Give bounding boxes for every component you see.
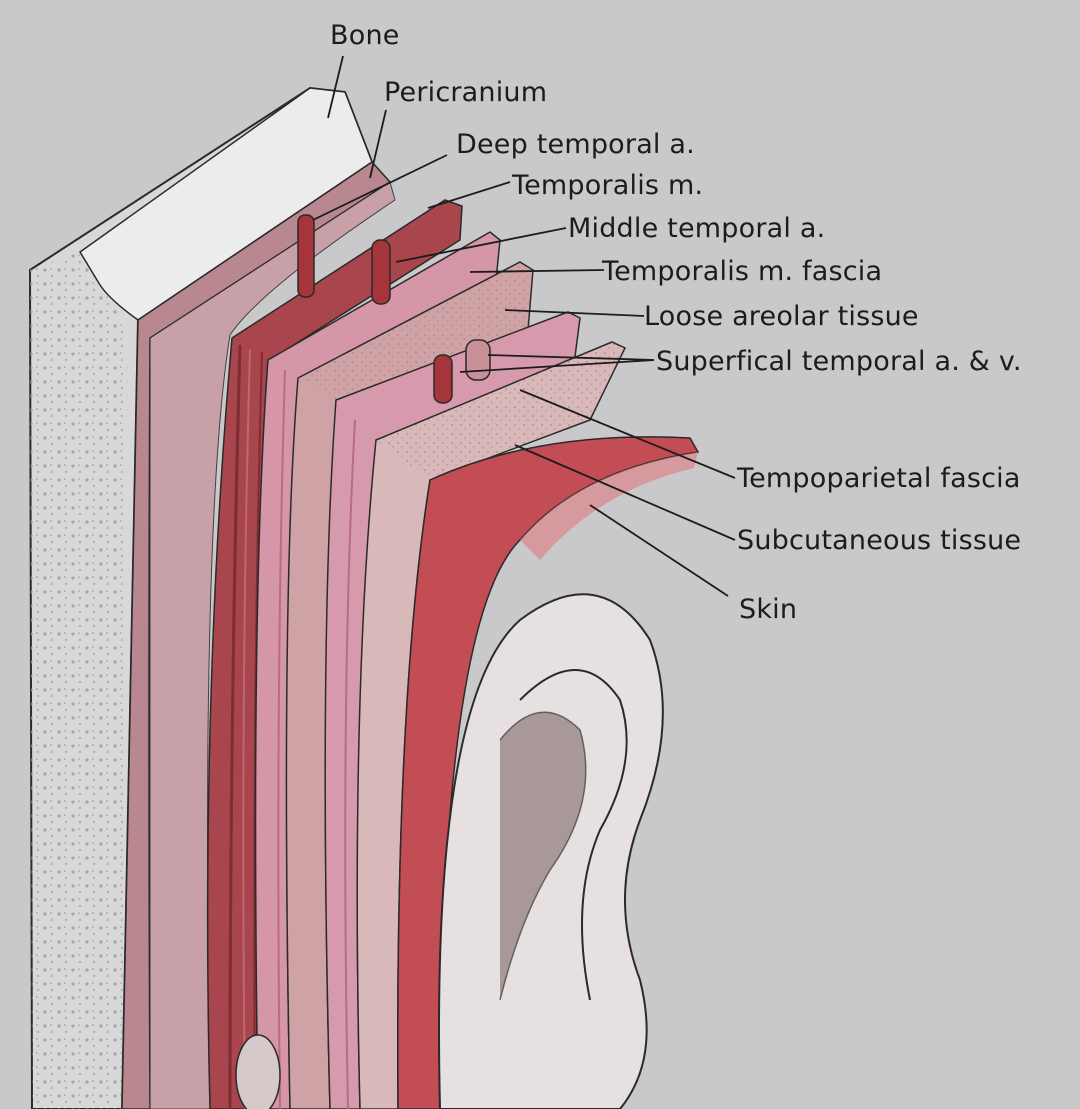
label-temporalis-muscle: Temporalis m. [512,170,704,201]
bone-layer [28,86,374,1109]
superficial-temporal-vein [465,339,491,381]
label-tempoparietal-fascia: Tempoparietal fascia [737,463,1021,494]
skin-layer [397,436,700,1109]
label-superficial-temporal-vessels: Superfical temporal a. & v. [656,346,1022,377]
label-pericranium: Pericranium [384,77,548,108]
label-bone: Bone [330,20,400,51]
label-temporalis-fascia: Temporalis m. fascia [602,256,883,287]
label-subcutaneous-tissue: Subcutaneous tissue [737,525,1022,556]
label-loose-areolar-tissue: Loose areolar tissue [644,301,919,332]
vessels [297,214,491,404]
label-skin: Skin [739,594,798,625]
label-deep-temporal-artery: Deep temporal a. [456,129,695,160]
ear-illustration [235,593,664,1109]
label-middle-temporal-artery: Middle temporal a. [568,213,826,244]
middle-temporal-artery [371,239,391,305]
deep-temporal-artery [297,214,315,298]
leader-lines [312,55,736,597]
superficial-temporal-artery [433,354,453,404]
